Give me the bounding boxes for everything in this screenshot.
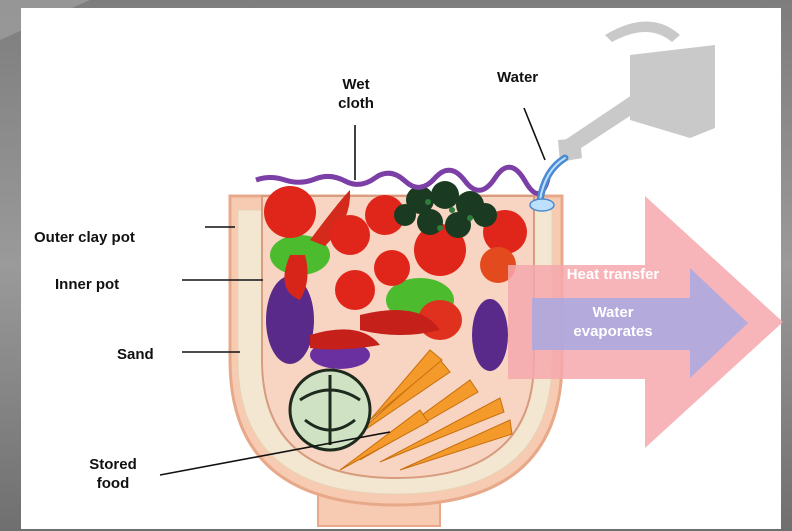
wet-cloth-text: Wet cloth [326,75,386,113]
inner-pot-label: Inner pot [55,275,119,294]
stored-food-text: Stored food [78,455,148,493]
outer-clay-pot-label: Outer clay pot [34,228,135,247]
watering-can-icon [558,22,715,163]
heat-transfer-label: Heat transfer [548,265,678,284]
sand-label: Sand [117,345,154,364]
water-evaporates-text: Water evaporates [548,303,678,341]
water-label: Water [497,68,538,87]
stored-food-label: Stored food [78,455,148,493]
water-leader [524,108,545,160]
water-stream [540,158,565,200]
wet-cloth-label: Wet cloth [326,75,386,113]
water-evaporates-label: Water evaporates [548,303,678,341]
